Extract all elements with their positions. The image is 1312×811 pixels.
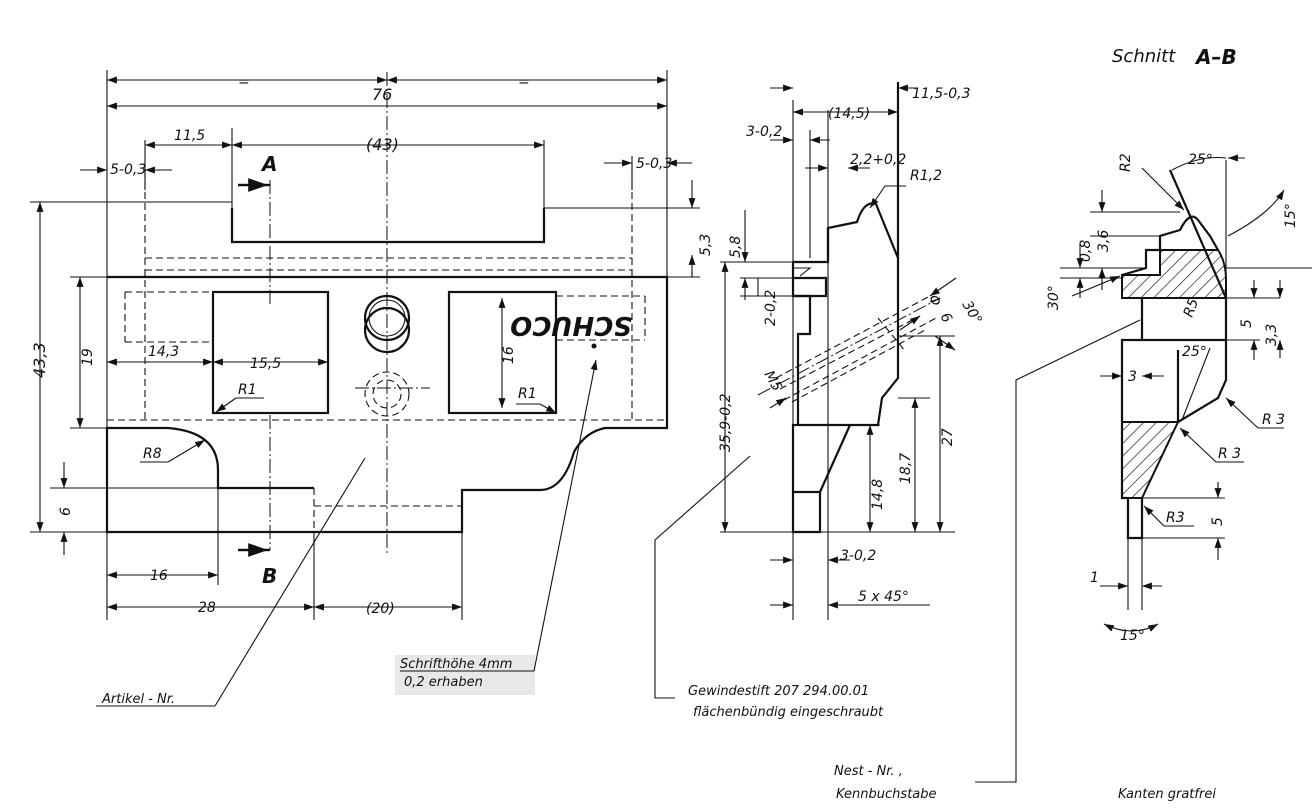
dim-h36: 3,6 (1096, 230, 1112, 252)
dim-h33: 3,3 (1264, 324, 1280, 346)
engraving-text: SCHUCO (510, 310, 632, 340)
note-schrift-hoehe: Schrifthöhe 4mm (400, 657, 512, 672)
dim-h2: 2-0,2 (763, 290, 779, 326)
note-gewinde-2: flächenbündig eingeschraubt (693, 705, 884, 720)
radius-r3-b: R 3 (1218, 446, 1241, 462)
dim-chamfer: 5 x 45° (858, 589, 909, 605)
angle-25-top: 25° (1188, 152, 1213, 168)
section-title-name: A–B (1194, 45, 1237, 69)
dim-ref-thickness: (14,5) (828, 106, 870, 122)
angle-15-top: 15° (1283, 203, 1299, 228)
dim-pocket-height: 16 (501, 346, 517, 364)
dim-phi-value: 6 (937, 310, 955, 326)
section-mark-b: B (262, 564, 277, 588)
dim-angle-30: 30° (959, 298, 985, 328)
left-pocket (211, 290, 330, 415)
section-hatch-bottom (1121, 421, 1180, 499)
radius-r12: R1,2 (910, 168, 942, 184)
dim-w1: 1 (1090, 570, 1099, 586)
dim-pocket-left: 14,3 (148, 344, 179, 360)
dim-wall-bottom: 3-0,2 (840, 548, 876, 564)
dim-bottom-step: 6 (58, 507, 74, 516)
angle-15-bottom: 15° (1120, 628, 1145, 644)
dim-body-height: 19 (80, 348, 96, 366)
dim-h359: 35,9-0,2 (718, 393, 734, 452)
dim-w3: 3 (1128, 369, 1137, 385)
dim-top-thickness: 11,5-0,3 (912, 86, 971, 102)
section-title: Schnitt A–B (1112, 45, 1237, 69)
dim-pocket-width: 15,5 (250, 356, 281, 372)
dim-radius-top: 2,2+0,2 (850, 152, 906, 168)
dim-h148: 14,8 (870, 479, 886, 510)
right-pocket (447, 290, 558, 415)
dim-h5-top: 5 (1239, 319, 1255, 328)
section-outline (1120, 215, 1228, 540)
dim-phi: Φ (925, 292, 944, 310)
radius-r1-left: R1 (238, 382, 257, 398)
dim-h27: 27 (940, 428, 956, 446)
dim-half-right: = (518, 74, 530, 90)
radius-r5: R5 (1181, 296, 1202, 319)
radius-r2: R2 (1118, 153, 1134, 172)
radius-r8: R8 (143, 446, 162, 462)
radius-r1-right: R1 (518, 386, 537, 402)
note-nest-1: Nest - Nr. , (834, 764, 903, 779)
front-view: A B SCHUCO = = 76 11,5 (43) (30, 70, 714, 620)
side-view: 11,5-0,3 (14,5) 3-0,2 2,2+0,2 R1,2 3-0,2… (718, 82, 985, 620)
note-artikel: Artikel - Nr. (101, 692, 175, 707)
top-block-outline (230, 208, 546, 244)
dim-margin-left: 5-0,3 (110, 162, 146, 178)
radius-r3-c: R3 (1166, 510, 1185, 526)
dim-top-step: 5,3 (698, 234, 714, 256)
section-mark-a: A (260, 152, 277, 176)
angle-25-mid: 25° (1182, 344, 1207, 360)
dim-ref-width: (43) (366, 135, 399, 154)
dim-h5-bottom: 5 (1210, 517, 1226, 526)
dim-gap-ref: (20) (366, 601, 395, 617)
section-hatch-top (1121, 249, 1227, 299)
note-nest-2: Kennbuchstabe (836, 787, 937, 802)
dim-margin-right: 5-0,3 (636, 156, 672, 172)
dim-h58: 5,8 (728, 236, 744, 258)
note-gewinde-1: Gewindestift 207 294.00.01 (688, 684, 869, 699)
dim-total-height: 43,3 (30, 342, 49, 378)
section-title-prefix: Schnitt (1112, 46, 1176, 67)
dim-half-left: = (238, 74, 250, 90)
thread-m5: M5 (761, 368, 785, 394)
note-kanten: Kanten gratfrei (1118, 787, 1216, 802)
dim-wall-top: 3-0,2 (746, 124, 782, 140)
lettering-note-box (395, 655, 535, 695)
angle-30: 30° (1046, 285, 1062, 310)
dim-h187: 18,7 (898, 453, 914, 484)
dim-overall-width: 76 (372, 85, 392, 104)
dim-foot-width: 16 (150, 568, 168, 584)
front-view-outline (105, 275, 669, 534)
radius-r3-a: R 3 (1262, 412, 1285, 428)
note-erhaben: 0,2 erhaben (404, 675, 483, 690)
section-view: R2 25° 15° 0,8 3,6 30° R5 5 3,3 25° 3 R … (1046, 152, 1312, 644)
dim-h08: 0,8 (1078, 240, 1094, 262)
notes: Schrifthöhe 4mm 0,2 erhaben Artikel - Nr… (96, 319, 1216, 802)
dim-foot-total: 28 (198, 600, 216, 616)
dim-offset-left: 11,5 (174, 128, 205, 144)
